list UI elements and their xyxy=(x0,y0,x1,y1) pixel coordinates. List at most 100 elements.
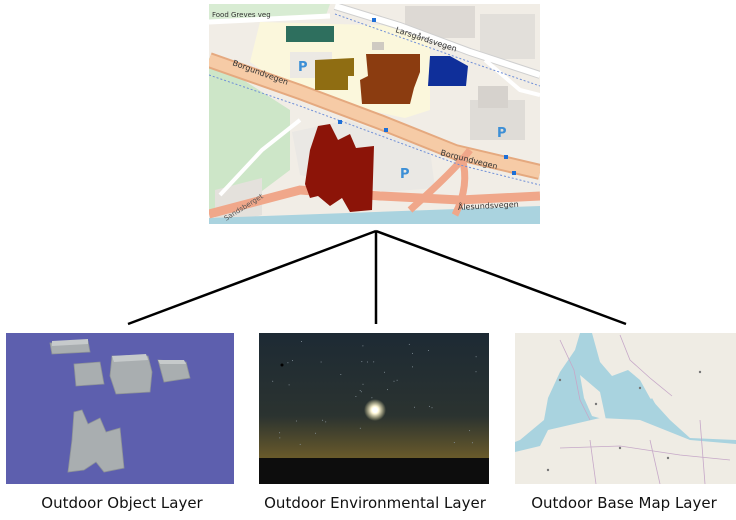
star xyxy=(469,430,471,432)
border-line xyxy=(649,439,661,484)
city-marker xyxy=(558,378,562,382)
bus-stop-icon xyxy=(338,120,342,124)
brown-building xyxy=(360,54,420,104)
star xyxy=(427,350,429,351)
star xyxy=(359,427,361,429)
stars xyxy=(272,341,477,445)
land-scandinavia-west xyxy=(515,333,580,442)
star xyxy=(431,407,433,409)
city-markers xyxy=(546,370,702,472)
ramp-road xyxy=(407,147,473,213)
border-line xyxy=(559,339,591,421)
gulf xyxy=(638,398,662,422)
grey-block-4 xyxy=(478,86,508,108)
connector-lines xyxy=(127,229,627,326)
star xyxy=(366,361,368,363)
city-marker xyxy=(594,402,598,406)
building-model-top xyxy=(52,339,88,346)
red-building xyxy=(305,124,374,212)
building-model-tops xyxy=(52,339,186,364)
star xyxy=(475,356,477,358)
path-dashed-1 xyxy=(209,74,540,186)
star xyxy=(412,366,413,368)
land-central-europe xyxy=(515,418,736,484)
base-map-layer-panel xyxy=(515,333,736,484)
star xyxy=(412,352,413,354)
layer-caption-environmental: Outdoor Environmental Layer xyxy=(264,494,486,512)
path-dashed-2 xyxy=(334,13,540,87)
star xyxy=(299,443,301,445)
city-marker xyxy=(698,370,702,374)
road-label: Food Greves veg xyxy=(212,11,271,19)
food-greves-veg-road xyxy=(209,13,331,25)
borders xyxy=(559,334,731,484)
star xyxy=(360,391,362,393)
small-structure xyxy=(372,42,384,50)
building-model xyxy=(109,355,153,395)
star xyxy=(340,374,342,375)
grass-area-west xyxy=(209,58,290,210)
star xyxy=(408,343,410,345)
bus-stop-icon xyxy=(512,171,516,175)
city-marker xyxy=(638,386,642,390)
star xyxy=(315,432,316,434)
road-label: Ålesundsvegen xyxy=(458,198,519,212)
star xyxy=(373,361,375,363)
border-line xyxy=(699,419,706,484)
star xyxy=(288,384,290,386)
star xyxy=(320,361,322,363)
connector-left xyxy=(127,229,377,326)
star xyxy=(322,419,324,421)
star xyxy=(301,341,302,342)
star xyxy=(393,380,395,382)
building-model-top xyxy=(112,354,148,362)
bus-stop-icon xyxy=(504,155,508,159)
star xyxy=(453,442,455,443)
star xyxy=(396,379,398,381)
bus-stop-icon xyxy=(384,128,388,132)
teal-building xyxy=(286,26,334,42)
building-model xyxy=(73,361,105,387)
star xyxy=(387,389,388,391)
land-sweden-south xyxy=(580,375,606,420)
land-finland-russia xyxy=(592,333,736,440)
star xyxy=(287,362,289,364)
star xyxy=(414,406,415,408)
star xyxy=(279,432,281,434)
city-marker xyxy=(618,446,622,450)
olive-building xyxy=(315,58,354,90)
building-models xyxy=(49,340,191,473)
bus-stop-icon xyxy=(372,18,376,22)
star xyxy=(371,397,373,399)
campus-map: P P P Food Greves veg Larsgårdsvegen Bor… xyxy=(209,4,540,224)
layer-caption-base-map: Outdoor Base Map Layer xyxy=(531,494,717,512)
star xyxy=(384,371,385,373)
star xyxy=(292,360,293,362)
moon-icon xyxy=(280,363,284,367)
layer-caption-object: Outdoor Object Layer xyxy=(41,494,203,512)
star xyxy=(355,396,357,397)
star xyxy=(362,383,364,385)
object-layer-panel xyxy=(6,333,234,484)
star xyxy=(428,405,430,407)
larsgardsvegen-road xyxy=(334,4,540,78)
environmental-layer-panel xyxy=(259,333,489,484)
sun-core xyxy=(372,407,378,413)
border-line xyxy=(619,334,673,397)
border-line xyxy=(559,445,731,461)
building-model-top xyxy=(158,360,186,364)
border-line xyxy=(589,439,597,484)
ground xyxy=(259,458,489,484)
star xyxy=(361,361,363,363)
star xyxy=(279,437,281,439)
parking-label: P xyxy=(298,60,308,75)
connector-right xyxy=(375,229,627,326)
parking-label: P xyxy=(497,126,507,141)
minor-road-east xyxy=(483,58,540,97)
star xyxy=(272,380,274,382)
star xyxy=(295,420,297,422)
blue-building xyxy=(428,56,468,86)
building-model xyxy=(67,409,125,473)
